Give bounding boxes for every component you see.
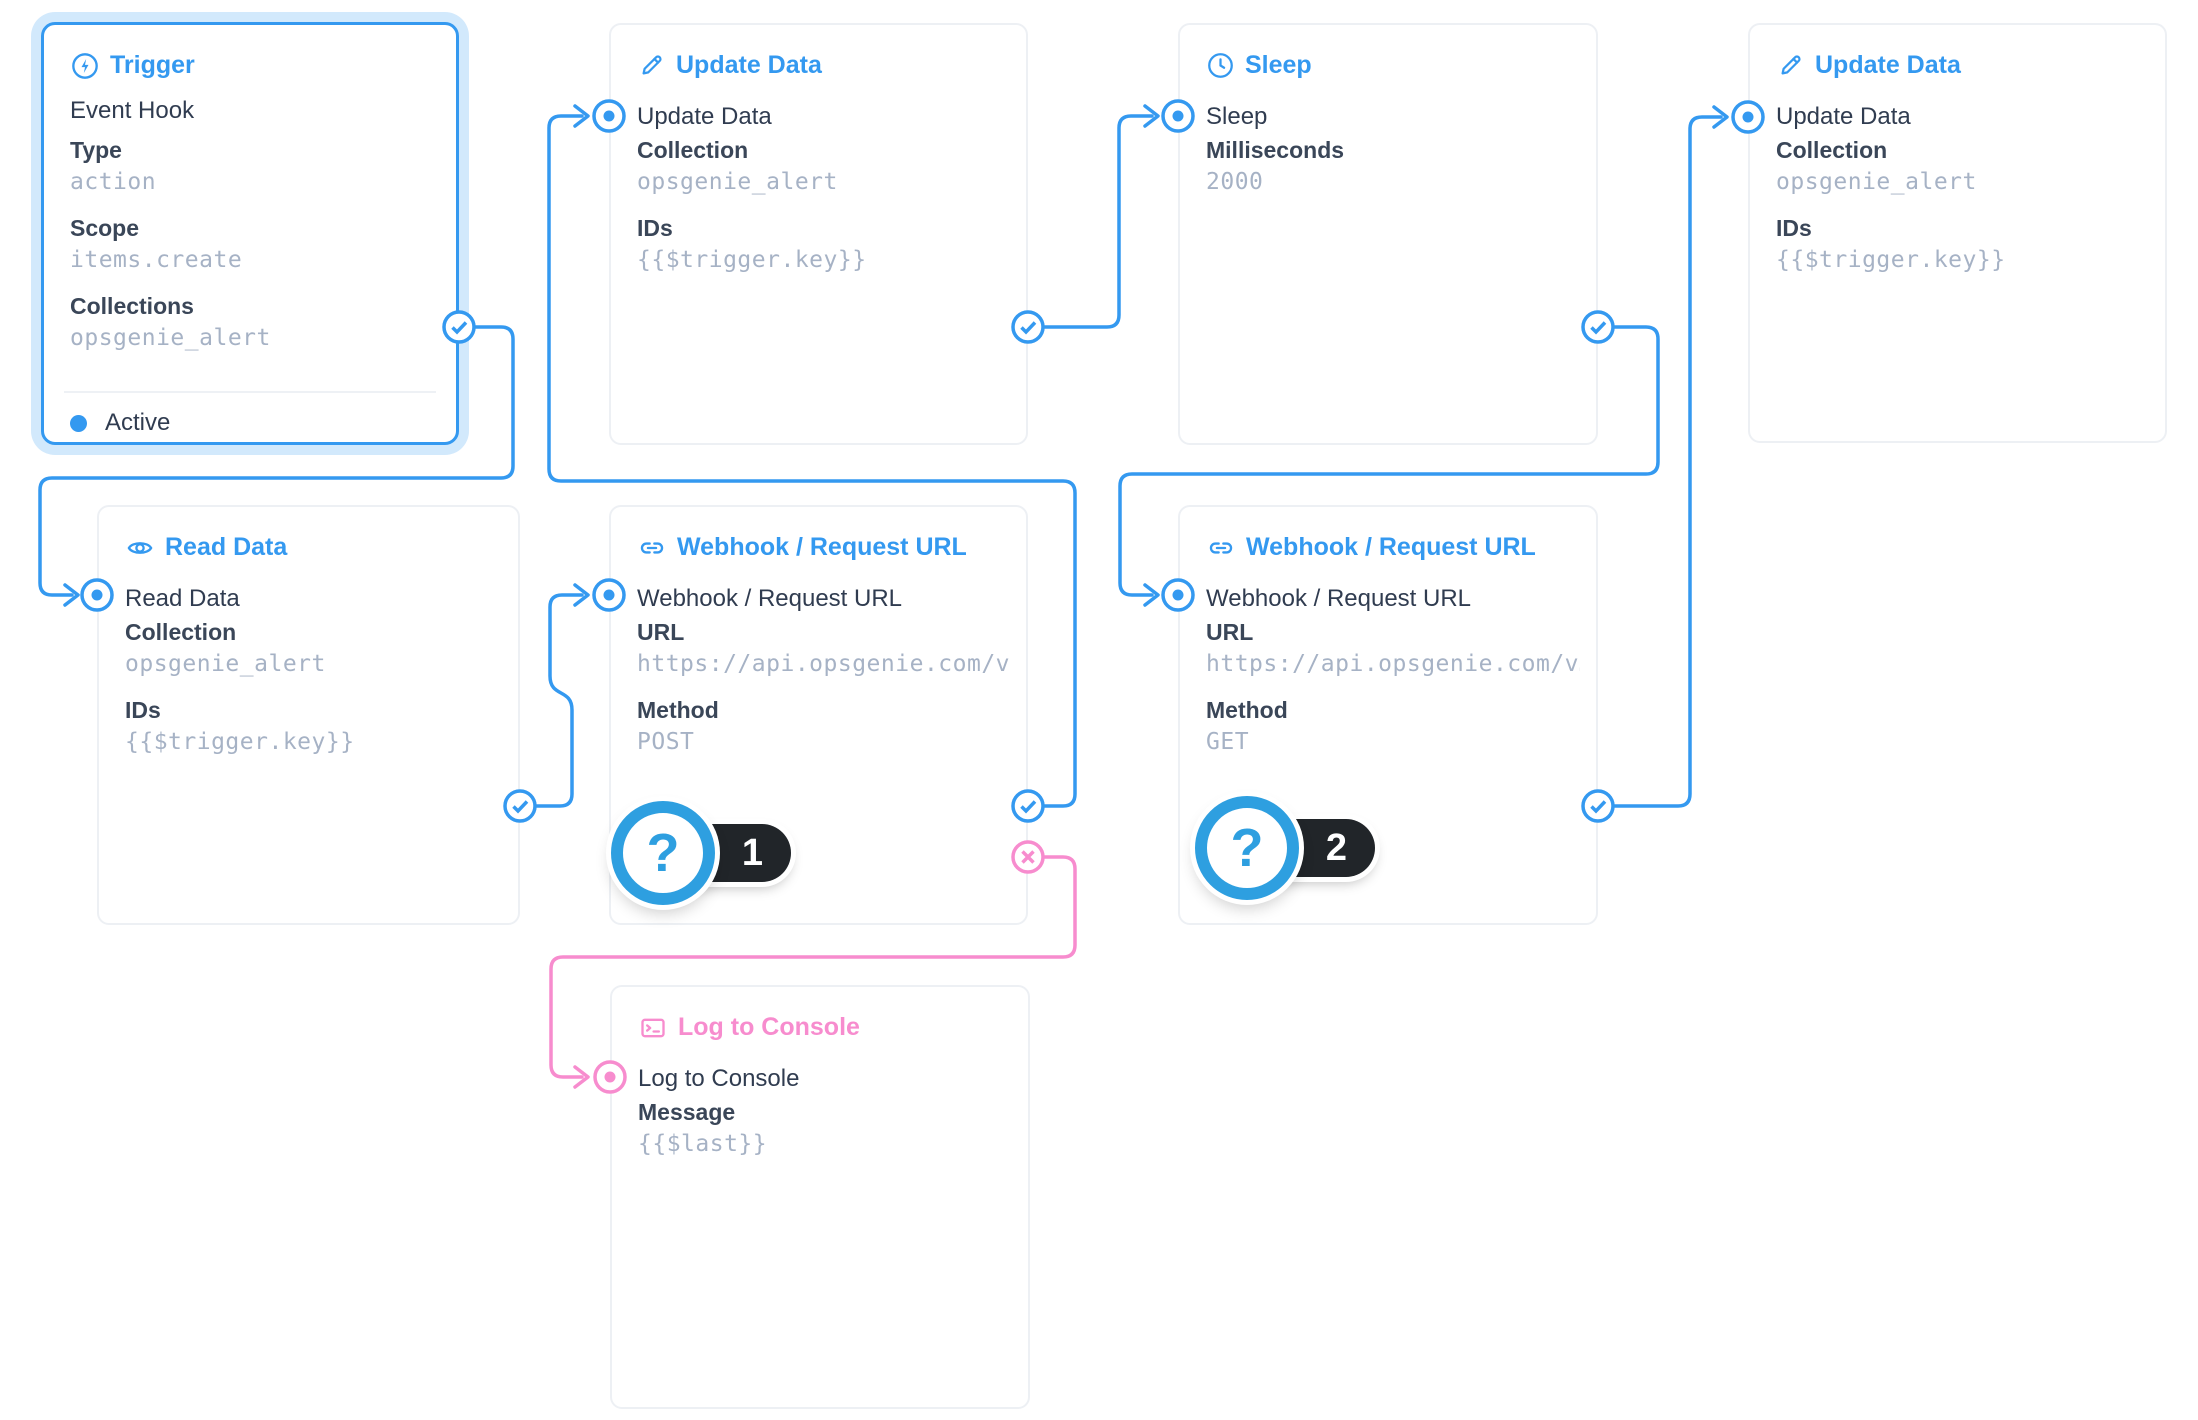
- node-title: Update Data: [638, 51, 822, 80]
- field-label: IDs: [637, 215, 673, 241]
- question-badge[interactable]: ?: [611, 801, 715, 905]
- field-value: opsgenie_alert: [637, 169, 838, 195]
- node-name: Event Hook: [70, 97, 195, 124]
- node-name: Update Data: [1776, 103, 1911, 130]
- active-dot-icon: [70, 414, 87, 432]
- field-label: URL: [1206, 619, 1254, 645]
- field-value: opsgenie_alert: [1776, 169, 1977, 195]
- node-name: Sleep: [1206, 103, 1268, 130]
- node-title: Update Data: [1777, 51, 1961, 80]
- field-value: POST: [637, 729, 695, 755]
- node-title-label: Update Data: [1815, 51, 1961, 79]
- node-name: Update Data: [637, 103, 772, 130]
- wire-read-to-webhook1: [534, 593, 584, 808]
- node-read-data[interactable]: Read Data Read Data Collection opsgenie_…: [97, 505, 520, 925]
- node-title: Log to Console: [639, 1013, 860, 1042]
- eye-icon: [126, 534, 154, 562]
- panel-number-label: 2: [1325, 826, 1347, 869]
- link-icon: [1207, 534, 1235, 562]
- node-title-label: Sleep: [1245, 51, 1312, 79]
- node-title-label: Update Data: [676, 51, 822, 79]
- node-title-label: Log to Console: [678, 1013, 860, 1041]
- node-sleep[interactable]: Sleep Sleep Milliseconds 2000: [1178, 23, 1598, 445]
- field-label: Method: [1206, 697, 1288, 723]
- arrowhead-icon: [63, 583, 80, 607]
- pencil-icon: [1777, 52, 1804, 79]
- field-value: items.create: [70, 247, 243, 273]
- arrowhead-icon: [1143, 583, 1160, 607]
- field-label: Collection: [1776, 137, 1888, 163]
- field-value: action: [70, 169, 157, 195]
- field-label: Scope: [70, 215, 140, 241]
- node-title: Sleep: [1207, 51, 1312, 80]
- node-name: Read Data: [125, 585, 240, 612]
- question-mark-icon: ?: [1230, 818, 1264, 878]
- wire-update1-to-sleep: [1042, 114, 1154, 329]
- field-label: Collection: [125, 619, 237, 645]
- question-badge[interactable]: ?: [1195, 796, 1299, 900]
- bolt-circle-icon: [71, 52, 99, 80]
- field-value: {{$trigger.key}}: [125, 729, 355, 755]
- field-label: Collections: [70, 293, 194, 319]
- field-value: {{$trigger.key}}: [637, 247, 867, 273]
- node-trigger-title: Trigger: [71, 51, 195, 80]
- node-name: Log to Console: [638, 1065, 800, 1092]
- divider: [64, 391, 436, 393]
- field-value: opsgenie_alert: [125, 651, 326, 677]
- field-label: Method: [637, 697, 719, 723]
- clock-icon: [1207, 52, 1234, 79]
- field-label: IDs: [125, 697, 161, 723]
- link-icon: [638, 534, 666, 562]
- field-label: Milliseconds: [1206, 137, 1345, 163]
- field-value: https://api.opsgenie.com/v…: [637, 651, 1010, 677]
- pencil-icon: [638, 52, 665, 79]
- field-label: Type: [70, 137, 122, 163]
- field-value: 2000: [1206, 169, 1264, 195]
- arrowhead-icon: [573, 1065, 590, 1089]
- arrowhead-icon: [1712, 105, 1729, 129]
- node-log-to-console[interactable]: Log to Console Log to Console Message {{…: [610, 985, 1030, 1409]
- question-mark-icon: ?: [646, 823, 680, 883]
- node-title: Webhook / Request URL: [638, 533, 967, 562]
- node-title-label: Webhook / Request URL: [1246, 533, 1536, 561]
- node-update-data-1[interactable]: Update Data Update Data Collection opsge…: [609, 23, 1028, 445]
- field-label: URL: [637, 619, 685, 645]
- node-title-label: Read Data: [165, 533, 288, 561]
- node-trigger[interactable]: Trigger Event Hook Type action Scope ite…: [41, 22, 459, 445]
- arrowhead-icon: [573, 583, 590, 607]
- arrowhead-icon: [573, 104, 590, 128]
- terminal-icon: [639, 1014, 667, 1042]
- wire-webhook2-to-update2: [1612, 115, 1723, 808]
- field-label: Collection: [637, 137, 749, 163]
- trigger-status: Active: [70, 409, 170, 437]
- node-title-label: Webhook / Request URL: [677, 533, 967, 561]
- field-label: IDs: [1776, 215, 1812, 241]
- node-title: Read Data: [126, 533, 287, 562]
- arrowhead-icon: [1143, 104, 1160, 128]
- node-update-data-2[interactable]: Update Data Update Data Collection opsge…: [1748, 23, 2167, 443]
- node-name: Webhook / Request URL: [637, 585, 903, 612]
- node-title-label: Trigger: [110, 51, 195, 79]
- field-value: https://api.opsgenie.com/v…: [1206, 651, 1580, 677]
- field-value: GET: [1206, 729, 1250, 755]
- field-value: opsgenie_alert: [70, 325, 271, 351]
- node-title: Webhook / Request URL: [1207, 533, 1536, 562]
- field-value: {{$trigger.key}}: [1776, 247, 2006, 273]
- node-name: Webhook / Request URL: [1206, 585, 1472, 612]
- panel-number-label: 1: [741, 831, 763, 874]
- status-label: Active: [105, 409, 171, 436]
- field-value: {{$last}}: [638, 1131, 768, 1157]
- field-label: Message: [638, 1099, 736, 1125]
